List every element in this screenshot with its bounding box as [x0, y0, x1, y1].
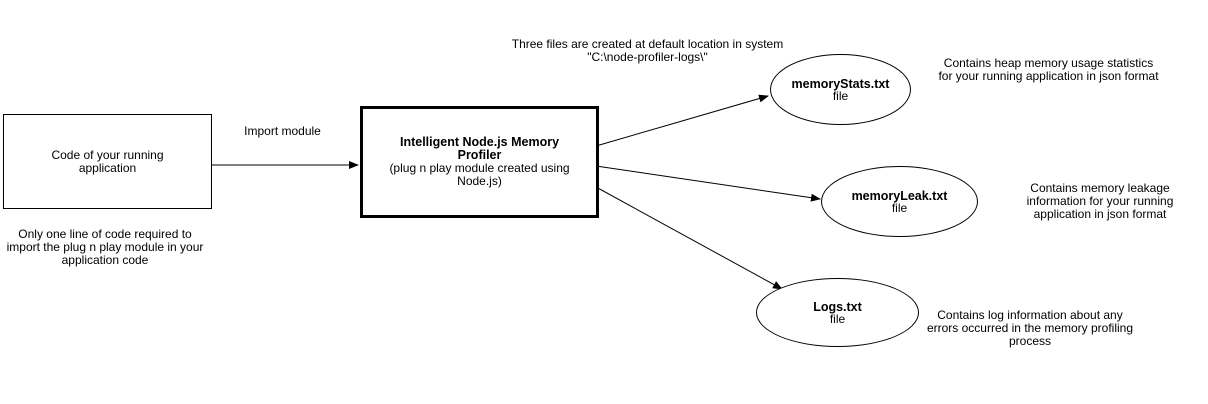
profiler-title: Intelligent Node.js Memory Profiler [399, 135, 560, 162]
arrow-to-memorystats [595, 94, 769, 147]
file-memoryleak-name: memoryLeak.txt [851, 188, 948, 203]
file-memorystats-name: memoryStats.txt [791, 76, 890, 91]
source-code-label: Code of your running application [51, 147, 164, 175]
files-location-note: Three files are created at default locat… [511, 37, 784, 64]
file-memorystats: memoryStats.txt file [770, 54, 911, 125]
file-logs: Logs.txt file [756, 278, 919, 347]
file-memoryleak: memoryLeak.txt file [821, 166, 978, 237]
import-module-label: Import module [244, 124, 321, 138]
file-memoryleak-description: Contains memory leakage information for … [1026, 181, 1174, 221]
arrow-to-logs [595, 186, 783, 290]
file-logs-description: Contains log information about any error… [926, 308, 1134, 348]
file-memorystats-kind: file [832, 88, 849, 103]
profiler-subtitle: (plug n play module created using Node.j… [389, 161, 570, 188]
file-memoryleak-kind: file [891, 200, 908, 215]
file-logs-kind: file [829, 311, 846, 326]
file-logs-name: Logs.txt [813, 299, 862, 314]
profiler-box: Intelligent Node.js Memory Profiler (plu… [360, 106, 599, 218]
arrow-to-memoryleak [595, 165, 821, 202]
file-memorystats-description: Contains heap memory usage statistics fo… [938, 56, 1159, 83]
source-note: Only one line of code required to import… [6, 227, 204, 267]
source-code-box: Code of your running application [3, 114, 212, 209]
